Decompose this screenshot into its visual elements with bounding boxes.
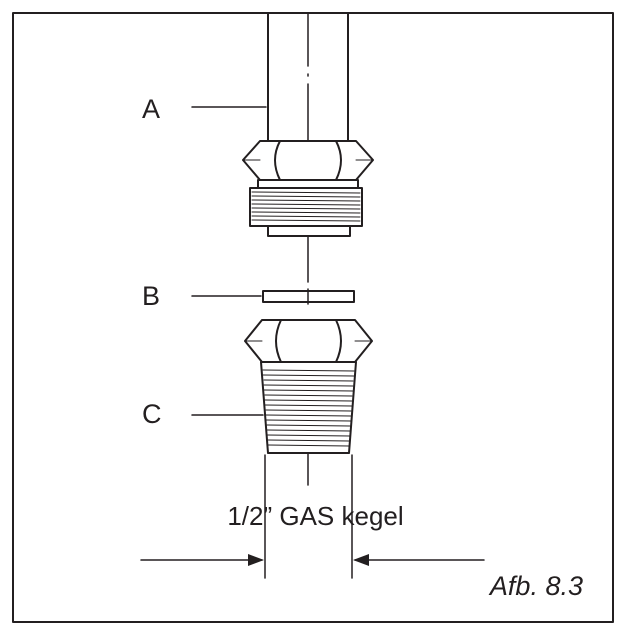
label-b: B	[142, 281, 161, 311]
figure-caption: Afb. 8.3	[489, 571, 583, 601]
hex-nut-a	[242, 140, 374, 181]
dimension-arrow-right	[353, 554, 369, 566]
label-c: C	[142, 399, 162, 429]
size-caption: 1/2” GAS kegel	[227, 501, 404, 531]
thread-c-lines	[262, 369, 355, 447]
thread-a-lines	[251, 191, 361, 222]
pipe-a	[267, 12, 349, 144]
dimension-arrow-left	[248, 554, 264, 566]
label-a: A	[142, 94, 161, 124]
figure-frame	[12, 12, 614, 623]
hex-nut-c	[244, 319, 373, 363]
